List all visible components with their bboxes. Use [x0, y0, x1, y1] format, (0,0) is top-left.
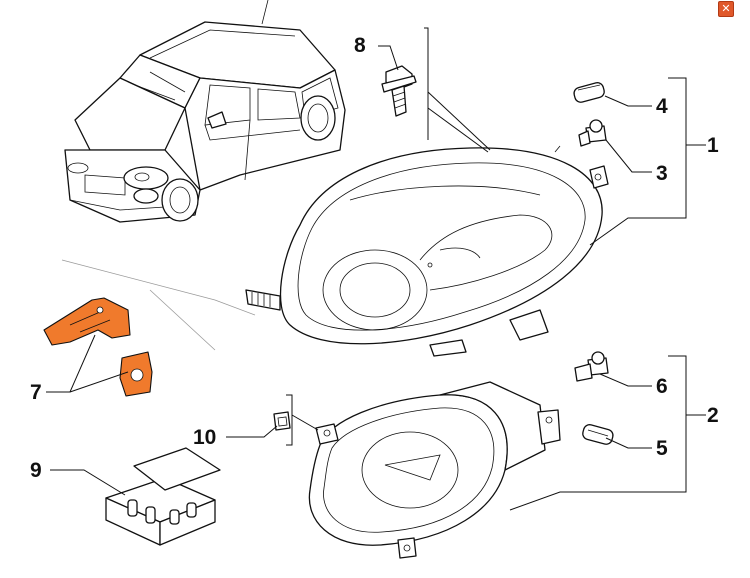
bracket-7-highlighted — [43, 297, 153, 397]
bolt-8 — [381, 65, 417, 117]
bulb-kit-box-9 — [105, 447, 221, 546]
car-illustration — [64, 0, 346, 223]
callout-8: 8 — [354, 34, 366, 57]
bulb-socket-6 — [574, 351, 609, 382]
callout-7: 7 — [30, 381, 42, 404]
bulb-5 — [582, 424, 614, 445]
headlight-assembly — [245, 145, 609, 357]
callout-9: 9 — [30, 459, 42, 482]
bulb-socket-3 — [578, 119, 607, 147]
callout-3: 3 — [656, 162, 668, 185]
callout-1: 1 — [707, 134, 719, 157]
close-icon[interactable]: ✕ — [718, 1, 734, 17]
clip-10 — [273, 411, 291, 431]
bulb-4 — [573, 82, 605, 103]
callout-6: 6 — [656, 375, 668, 398]
callout-10: 10 — [193, 426, 216, 449]
callout-4: 4 — [656, 95, 668, 118]
fog-light-assembly — [308, 381, 561, 559]
callout-5: 5 — [656, 437, 668, 460]
callout-2: 2 — [707, 404, 719, 427]
